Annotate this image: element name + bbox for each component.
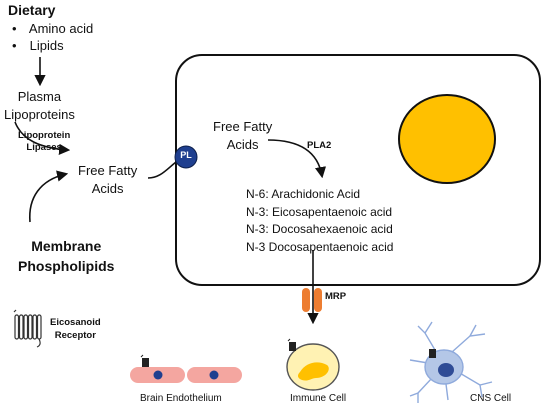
pla2-label: PLA2	[307, 140, 332, 151]
arrow-membrane-to-ffa	[29, 170, 69, 223]
mrp-label: MRP	[325, 291, 347, 302]
arrow-plasma-to-ffa	[14, 121, 71, 155]
fatty-acid-item: N-3 Docosapentaenoic acid	[246, 239, 394, 254]
pl-badge	[174, 145, 198, 169]
cns-cell	[409, 321, 493, 403]
eicosanoid-receptor-icon	[13, 309, 42, 348]
fatty-acid-item: N-3: Docosahexaenoic acid	[246, 222, 393, 236]
fatty-acid-item: N-3: Eicosapentaenoic acid	[246, 204, 393, 219]
arrow-ffa-to-cell	[147, 161, 177, 179]
lipoprotein-lipases-label: Lipoprotein Lipases	[18, 130, 71, 153]
immune-cell-label: Immune Cell	[290, 393, 347, 404]
mrp-transporter	[302, 288, 322, 312]
brain-endothelium	[130, 354, 242, 383]
fatty-acid-item: N-6: Arachidonic Acid	[246, 187, 361, 201]
cns-cell-label: CNS Cell	[470, 393, 512, 404]
arrow-pla2	[267, 139, 327, 179]
nucleus	[398, 94, 496, 184]
membrane-phospholipids-label: Membrane Phospholipids	[18, 238, 115, 274]
dietary-item-lipids: • Lipids	[12, 38, 64, 53]
inner-free-fatty-acids-label: Free Fatty Acids	[213, 119, 273, 152]
pl-badge-label: PL	[180, 150, 192, 160]
fatty-acid-list: N-6: Arachidonic Acid N-3: Eicosapentaen…	[246, 186, 393, 256]
dietary-title: Dietary	[8, 2, 56, 18]
brain-endothelium-label: Brain Endothelium	[140, 393, 222, 404]
outer-free-fatty-acids-label: Free Fatty Acids	[78, 163, 138, 196]
immune-cell	[286, 338, 340, 391]
eicosanoid-receptor-legend: Eicosanoid Receptor	[50, 317, 101, 341]
plasma-lipoproteins-label: Plasma Lipoproteins	[4, 89, 75, 122]
dietary-item-amino-acid: • Amino acid	[12, 21, 94, 36]
